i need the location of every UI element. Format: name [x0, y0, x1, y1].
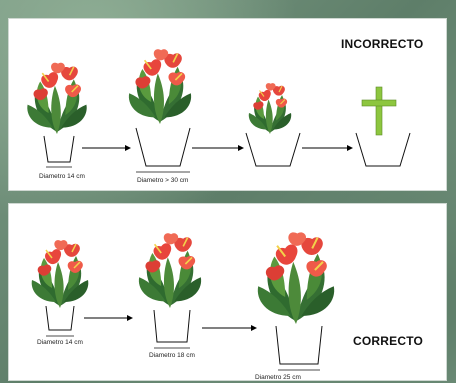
- anthurium-plant-icon: [249, 83, 291, 134]
- flower-pot-icon: [276, 326, 322, 364]
- anthurium-plant-icon: [129, 49, 191, 124]
- flower-pot-icon: [46, 306, 74, 330]
- grave-cross-icon: [362, 87, 396, 135]
- flower-pot-icon: [44, 136, 74, 162]
- anthurium-plant-icon: [32, 240, 89, 308]
- flower-pot-icon: [356, 133, 410, 166]
- flower-pot-icon: [154, 310, 190, 342]
- anthurium-plant-icon: [258, 232, 334, 324]
- flower-pot-icon: [246, 133, 300, 166]
- flower-pot-icon: [136, 128, 190, 166]
- anthurium-plant-icon: [139, 233, 201, 308]
- anthurium-plant-icon: [27, 63, 86, 134]
